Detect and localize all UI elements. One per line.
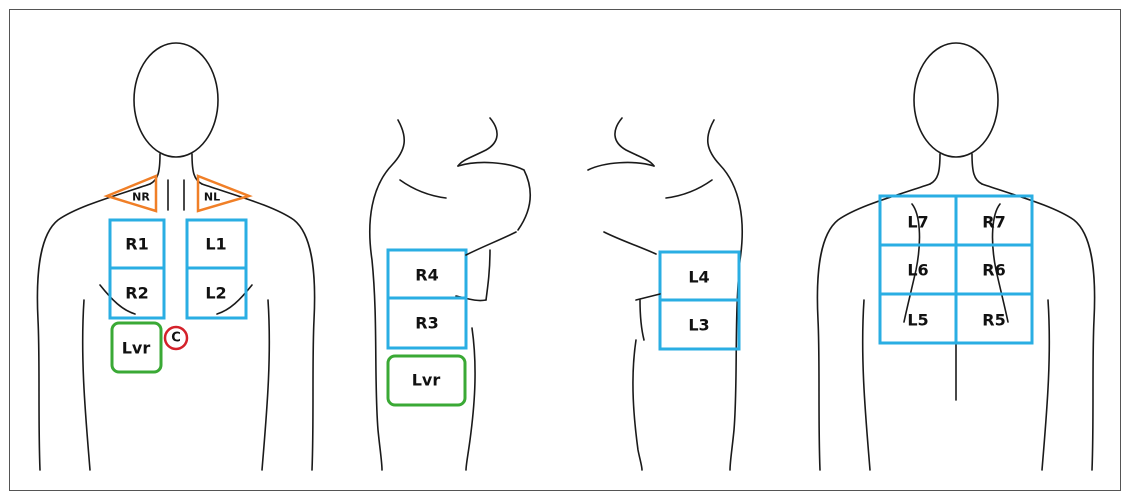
right-side-body-outline bbox=[370, 118, 530, 470]
zone-label-r1: R1 bbox=[125, 235, 148, 254]
zone-label-liver-front: Lvr bbox=[122, 339, 151, 358]
zone-label-r7: R7 bbox=[982, 213, 1005, 232]
zone-label-liver-side: Lvr bbox=[412, 371, 441, 390]
right-side-view: R4 R3 Lvr bbox=[370, 118, 530, 470]
zone-label-r6: R6 bbox=[982, 261, 1005, 280]
back-view: L7 R7 L6 R6 L5 R5 bbox=[817, 43, 1094, 470]
left-side-view: L4 L3 bbox=[588, 118, 742, 470]
zone-label-r5: R5 bbox=[982, 311, 1005, 330]
zone-label-l1: L1 bbox=[205, 235, 226, 254]
front-body-outline bbox=[37, 43, 314, 470]
zone-label-l7: L7 bbox=[907, 213, 928, 232]
zone-label-l3: L3 bbox=[688, 316, 709, 335]
left-side-rib-line bbox=[636, 294, 660, 300]
zone-label-l2: L2 bbox=[205, 284, 226, 303]
node-label-nl: NL bbox=[204, 191, 220, 204]
zone-label-l6: L6 bbox=[907, 261, 928, 280]
zone-label-l4: L4 bbox=[688, 268, 709, 287]
marker-label-c: C bbox=[171, 331, 181, 346]
zone-label-l5: L5 bbox=[907, 311, 928, 330]
front-view: NR NL R1 L1 R2 L2 Lvr C bbox=[37, 43, 314, 470]
zone-label-r2: R2 bbox=[125, 284, 148, 303]
node-label-nr: NR bbox=[132, 191, 150, 204]
zone-label-r4: R4 bbox=[415, 266, 438, 285]
right-side-arm-line bbox=[466, 232, 516, 255]
left-side-body-outline bbox=[588, 118, 742, 470]
zone-label-r3: R3 bbox=[415, 314, 438, 333]
